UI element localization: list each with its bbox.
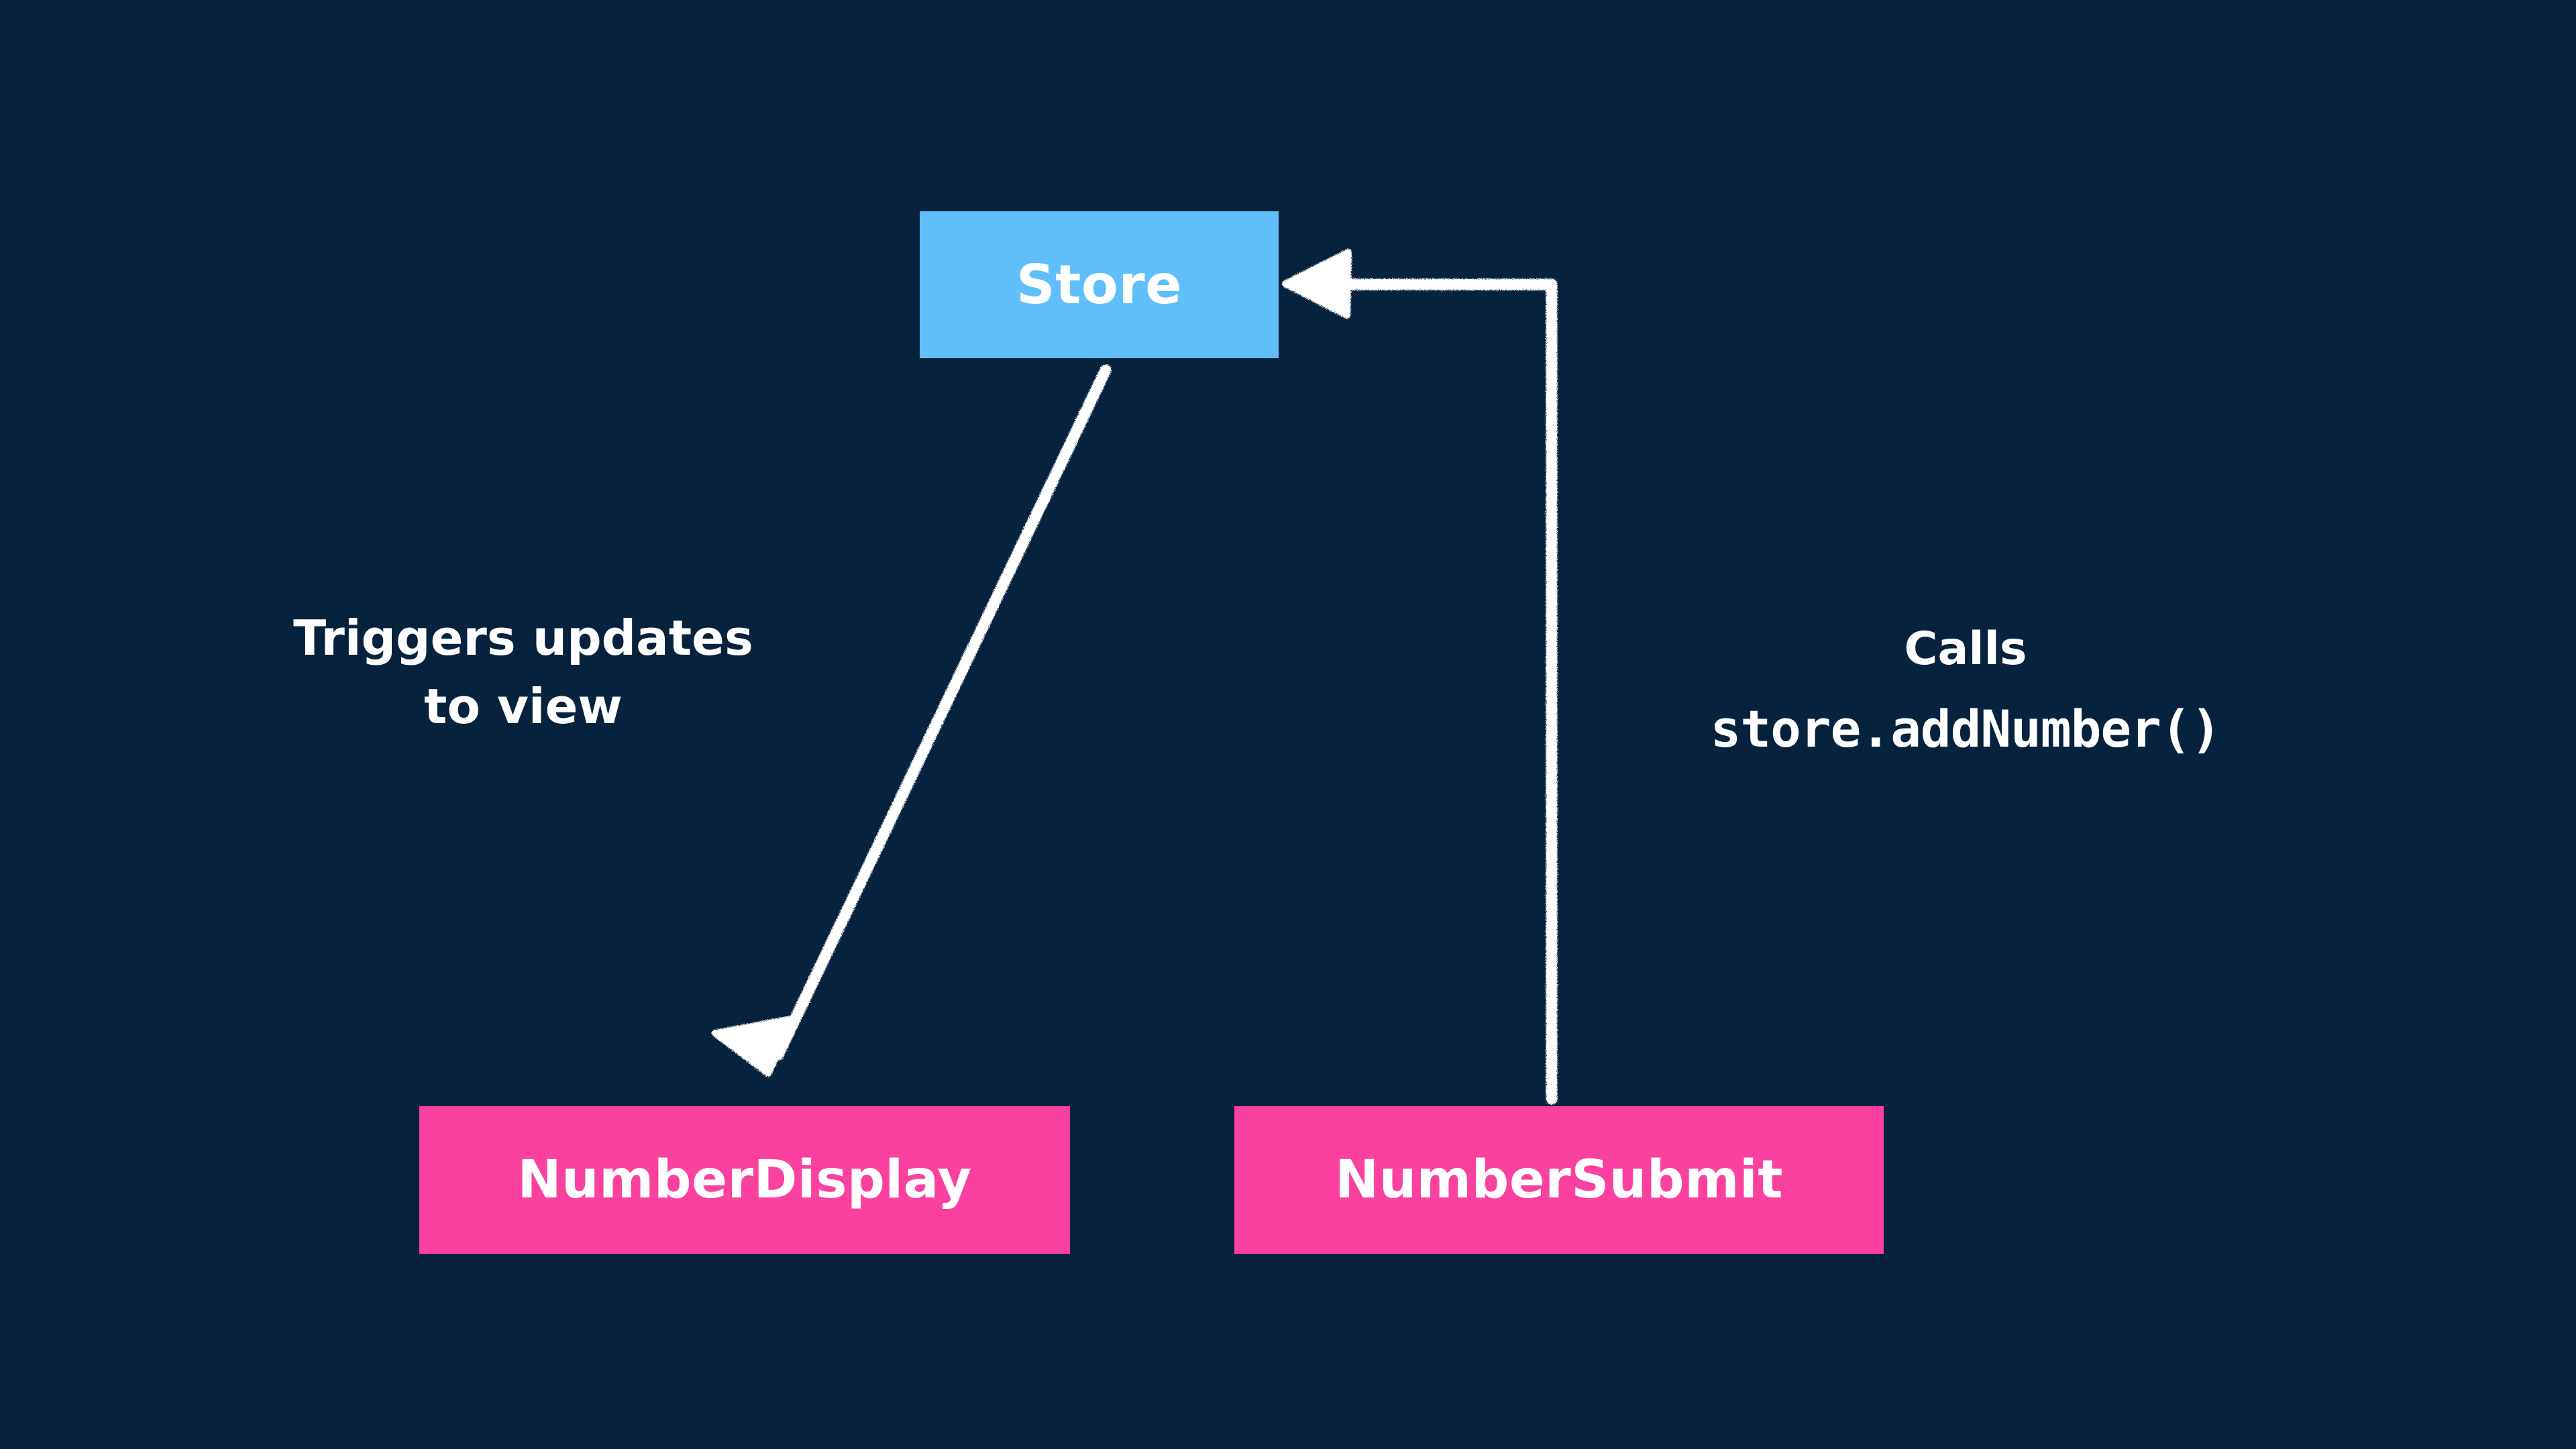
edge-label-calls-add-number: Calls store.addNumber() <box>1563 617 2368 765</box>
node-number-submit[interactable]: NumberSubmit <box>1234 1106 1884 1254</box>
edge-label-triggers-line2: to view <box>424 678 623 735</box>
edge-label-triggers-updates: Triggers updates to view <box>255 604 792 741</box>
edge-number-submit-to-store <box>1282 249 1558 1105</box>
node-store[interactable]: Store <box>920 211 1279 358</box>
node-store-label: Store <box>1016 254 1183 316</box>
edge-label-calls-code: store.addNumber() <box>1710 698 2222 759</box>
edge-label-triggers-line1: Triggers updates <box>293 610 753 666</box>
node-number-display-label: NumberDisplay <box>517 1150 972 1210</box>
edge-label-calls-line1: Calls <box>1904 623 2027 676</box>
node-number-display[interactable]: NumberDisplay <box>419 1106 1070 1254</box>
node-number-submit-label: NumberSubmit <box>1334 1150 1784 1210</box>
